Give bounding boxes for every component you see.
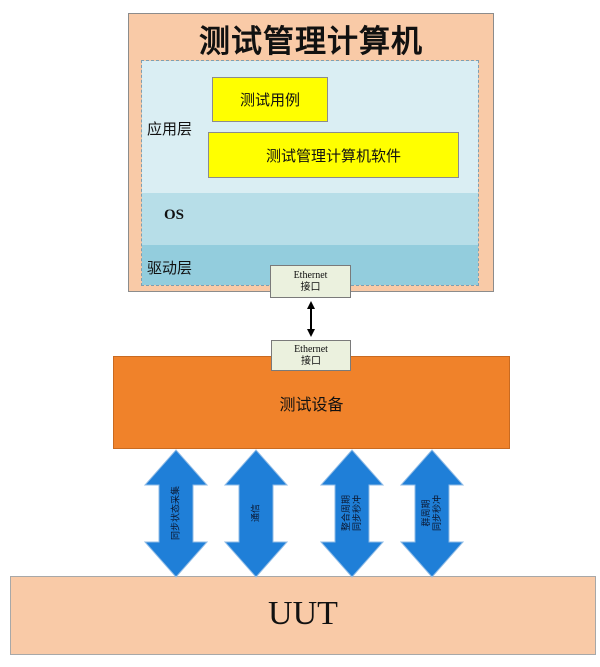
computer-title: 测试管理计算机: [199, 23, 423, 59]
interface-caption: 接口: [301, 355, 321, 367]
arrow-label-line: 同步秒冲: [352, 494, 362, 532]
period-sync-label: 整合周期 同步秒冲: [341, 495, 363, 531]
arrow-label-line: 通信: [250, 503, 261, 523]
computer-ethernet-interface: Ethernet 接口: [270, 265, 351, 298]
test-device-label: 测试设备: [279, 396, 344, 414]
interface-type: Ethernet: [293, 269, 328, 281]
uut-box: [10, 576, 596, 655]
test-case-box: 测试用例: [212, 77, 328, 122]
test-management-software-box: 测试管理计算机软件: [208, 132, 459, 178]
os-layer-label: OS: [164, 207, 185, 223]
communication-label: 通信: [251, 504, 262, 522]
period-sync-arrow: [319, 449, 385, 578]
sync-status-label: 同步状态采集: [171, 486, 182, 540]
arrow-label-line: 整合周期: [341, 494, 351, 532]
interface-caption: 接口: [300, 281, 321, 293]
uut-label: UUT: [268, 595, 338, 632]
sync-status-arrow: [143, 449, 209, 578]
communication-arrow: [223, 449, 289, 578]
group-period-sync-label: 群周期 同步秒冲: [421, 495, 443, 531]
device-ethernet-interface: Ethernet 接口: [271, 340, 351, 371]
interface-type: Ethernet: [294, 343, 328, 355]
arrow-label-line: 群周期: [421, 499, 431, 527]
driver-layer-label: 驱动层: [147, 261, 193, 277]
application-layer-label: 应用层: [147, 122, 193, 138]
group-period-sync-arrow: [399, 449, 465, 578]
arrow-label-line: 同步状态采集: [170, 485, 181, 541]
os-layer-band: [142, 193, 478, 245]
arrow-label-line: 同步秒冲: [432, 494, 442, 532]
